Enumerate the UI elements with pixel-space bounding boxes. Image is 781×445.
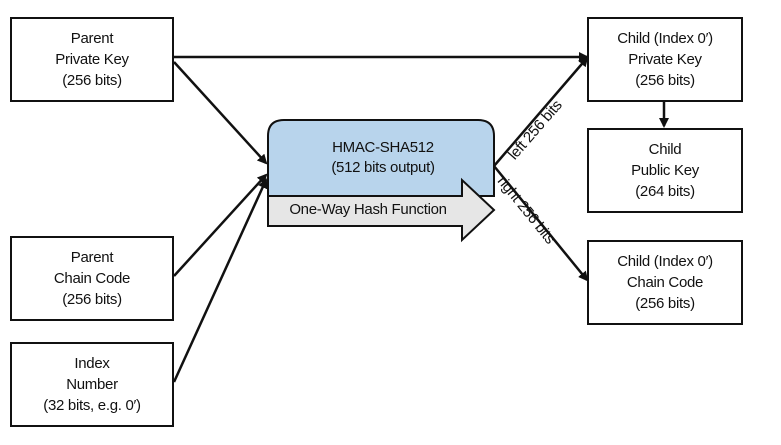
hmac-subtitle: (512 bits output) xyxy=(331,159,435,176)
parent-private-key-line2: Private Key xyxy=(55,51,129,68)
child-chain-code-line2: Chain Code xyxy=(626,274,704,291)
child-public-key-line2: Public Key xyxy=(631,162,699,179)
one-way-hash-arrow xyxy=(267,177,496,243)
child-private-key-line2: Private Key xyxy=(628,51,702,68)
parent-chain-code-line3: (256 bits) xyxy=(62,291,122,308)
child-private-key-line3: (256 bits) xyxy=(635,72,695,89)
child-chain-code-line1: Child (Index 0′) xyxy=(617,253,713,270)
child-public-key-line1: Child xyxy=(648,141,682,158)
edge-hmac-right-to-child-chain-code xyxy=(493,165,589,282)
hmac-title: HMAC-SHA512 xyxy=(332,139,434,156)
child-public-key-line3: (264 bits) xyxy=(635,183,695,200)
child-chain-code-box: Child (Index 0′) Chain Code (256 bits) xyxy=(587,240,743,325)
edge-parent-key-to-hmac xyxy=(173,61,268,165)
parent-chain-code-line2: Chain Code xyxy=(53,270,131,287)
hmac-label: HMAC-SHA512 (512 bits output) xyxy=(268,138,498,178)
one-way-hash-label: One-Way Hash Function xyxy=(289,201,447,218)
parent-chain-code-box: Parent Chain Code (256 bits) xyxy=(10,236,174,321)
edge-chain-code-to-hmac xyxy=(173,173,268,277)
parent-private-key-box: Parent Private Key (256 bits) xyxy=(10,17,174,102)
child-public-key-box: Child Public Key (264 bits) xyxy=(587,128,743,213)
index-number-line2: Number xyxy=(66,376,118,393)
parent-chain-code-line1: Parent xyxy=(70,249,114,266)
index-number-line3: (32 bits, e.g. 0′) xyxy=(43,397,141,414)
hmac-sha512-block xyxy=(267,119,495,197)
index-number-box: Index Number (32 bits, e.g. 0′) xyxy=(10,342,174,427)
edge-hmac-left-to-child-key xyxy=(493,56,589,167)
index-number-line1: Index xyxy=(74,355,110,372)
parent-private-key-line1: Parent xyxy=(70,30,114,47)
edge-index-to-hmac xyxy=(172,178,268,383)
child-private-key-box: Child (Index 0′) Private Key (256 bits) xyxy=(587,17,743,102)
parent-private-key-line3: (256 bits) xyxy=(62,72,122,89)
child-private-key-line1: Child (Index 0′) xyxy=(617,30,713,47)
child-chain-code-line3: (256 bits) xyxy=(635,295,695,312)
